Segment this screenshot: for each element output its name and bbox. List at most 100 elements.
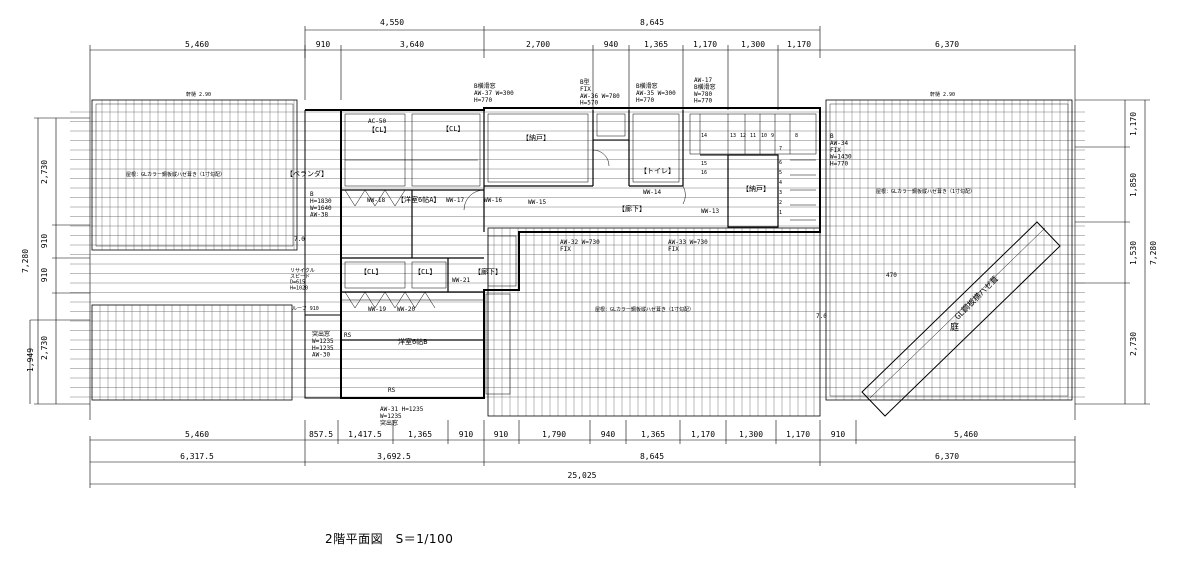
dimension-labels: 4,550 8,645 5,460 910 3,640 2,700 940 1,… [21, 18, 1158, 480]
cl-label-2: 【CL】 [442, 125, 464, 133]
dim-bot1-8: 1,365 [641, 430, 665, 439]
dim-top2-8: 1,170 [787, 40, 811, 49]
dim-bot1-5: 910 [494, 430, 509, 439]
drawing-caption: 2階平面図 S＝1/100 [325, 532, 454, 546]
roof-label-left: 屋根：GLカラー鋼板縦ハゼ葺き（1寸勾配） [126, 171, 225, 178]
gutter-label-right: 軒樋 2.90 [930, 91, 955, 98]
stair-num: 7 [779, 146, 782, 152]
dim-top2-1: 910 [316, 40, 331, 49]
stair-num: 13 [730, 133, 736, 139]
stair-numbers: 14 13 12 11 10 9 8 7 6 5 4 3 2 1 15 16 [701, 133, 798, 216]
cl-label-4: 【CL】 [414, 268, 436, 276]
rouka-label-2: 【廊下】 [474, 267, 502, 276]
num-70-b: 7.0 [816, 313, 827, 320]
stair-num: 12 [740, 133, 746, 139]
dim-right-1: 1,850 [1129, 173, 1138, 197]
dim-bot2-2: 8,645 [640, 452, 664, 461]
stair-num: 1 [779, 210, 782, 216]
dim-bot1-4: 910 [459, 430, 474, 439]
dim-top2-2: 3,640 [400, 40, 424, 49]
nando-label-1: 【納戸】 [522, 133, 550, 142]
dim-top1-0: 4,550 [380, 18, 404, 27]
window-ww18: WW-18 [367, 197, 385, 204]
dim-top2-4: 940 [604, 40, 619, 49]
dim-left-1: 910 [40, 234, 49, 249]
dim-bot1-1: 857.5 [309, 430, 333, 439]
cl-label-3: 【CL】 [360, 268, 382, 276]
roof-areas [91, 99, 1073, 417]
dim-top2-5: 1,365 [644, 40, 668, 49]
dim-left-extra: 1,949 [26, 348, 35, 372]
window-ww17: WW-17 [446, 197, 464, 204]
cl-label-1: 【CL】 [368, 126, 390, 134]
dim-bot1-3: 1,365 [408, 430, 432, 439]
window-ww15: WW-15 [528, 199, 546, 206]
veranda-label: 【ベランダ】 [286, 169, 328, 178]
dim-bot1-13: 5,460 [954, 430, 978, 439]
stair-num: 4 [779, 180, 782, 186]
rouka-label-1: 【廊下】 [618, 204, 646, 213]
window-ww16: WW-16 [484, 197, 502, 204]
window-ww19: WW-19 [368, 306, 386, 313]
dim-bot3: 25,025 [568, 471, 597, 480]
nando-label-2: 【納戸】 [742, 184, 770, 193]
roof-label-center: 屋根：GLカラー鋼板縦ハゼ葺き（1寸勾配） [595, 306, 694, 313]
stair-num: 9 [771, 133, 774, 139]
stair-num: 6 [779, 160, 782, 166]
dim-top2-3: 2,700 [526, 40, 550, 49]
stair-num: 16 [701, 170, 707, 176]
dim-left-2: 910 [40, 268, 49, 283]
toilet-label: 【トイレ】 [640, 167, 675, 175]
dim-bot1-12: 910 [831, 430, 846, 439]
stair-num: 14 [701, 133, 707, 139]
dimension-lines [29, 26, 1150, 488]
stair-num: 15 [701, 161, 707, 167]
dim-left-3: 2,730 [40, 336, 49, 360]
window-ww14: WW-14 [643, 189, 661, 196]
stair-num: 5 [779, 170, 782, 176]
dim-right-3: 2,730 [1129, 332, 1138, 356]
gl-roof-strip [861, 221, 1061, 417]
window-ww13: WW-13 [701, 208, 719, 215]
dim-left-total: 7,280 [21, 249, 30, 273]
window-ww20: WW-20 [397, 306, 415, 313]
dim-right-0: 1,170 [1129, 112, 1138, 136]
dim-top2-6: 1,170 [693, 40, 717, 49]
dim-bot1-11: 1,170 [786, 430, 810, 439]
interior-details [341, 113, 817, 395]
dim-top2-0: 5,460 [185, 40, 209, 49]
roof-label-right: 屋根：GLカラー鋼板縦ハゼ葺き（1寸勾配） [876, 188, 975, 195]
room-labels: 【ベランダ】 【CL】 【CL】 【CL】 【CL】 【洋室6帖A】 洋室6帖B… [126, 125, 1000, 346]
youma-a-label: 【洋室6帖A】 [397, 195, 440, 204]
rs-label-1: RS [344, 332, 352, 339]
dim-bot1-2: 1,417.5 [348, 430, 382, 439]
dim-right-2: 1,530 [1129, 241, 1138, 265]
dim-bot2-1: 3,692.5 [377, 452, 411, 461]
stair-num: 11 [750, 133, 756, 139]
dim-bot1-10: 1,300 [739, 430, 763, 439]
num-470: 470 [886, 272, 897, 279]
roof-grid-lines [70, 100, 1085, 416]
dim-bot1-9: 1,170 [691, 430, 715, 439]
stair-num: 8 [795, 133, 798, 139]
stair-num: 2 [779, 200, 782, 206]
dim-top2-9: 6,370 [935, 40, 959, 49]
dim-bot1-0: 5,460 [185, 430, 209, 439]
dim-bot2-0: 6,317.5 [180, 452, 214, 461]
rs-label-2: RS [388, 387, 396, 394]
window-ac50: AC-50 [368, 118, 386, 125]
walls [304, 107, 821, 399]
dim-left-0: 2,730 [40, 160, 49, 184]
